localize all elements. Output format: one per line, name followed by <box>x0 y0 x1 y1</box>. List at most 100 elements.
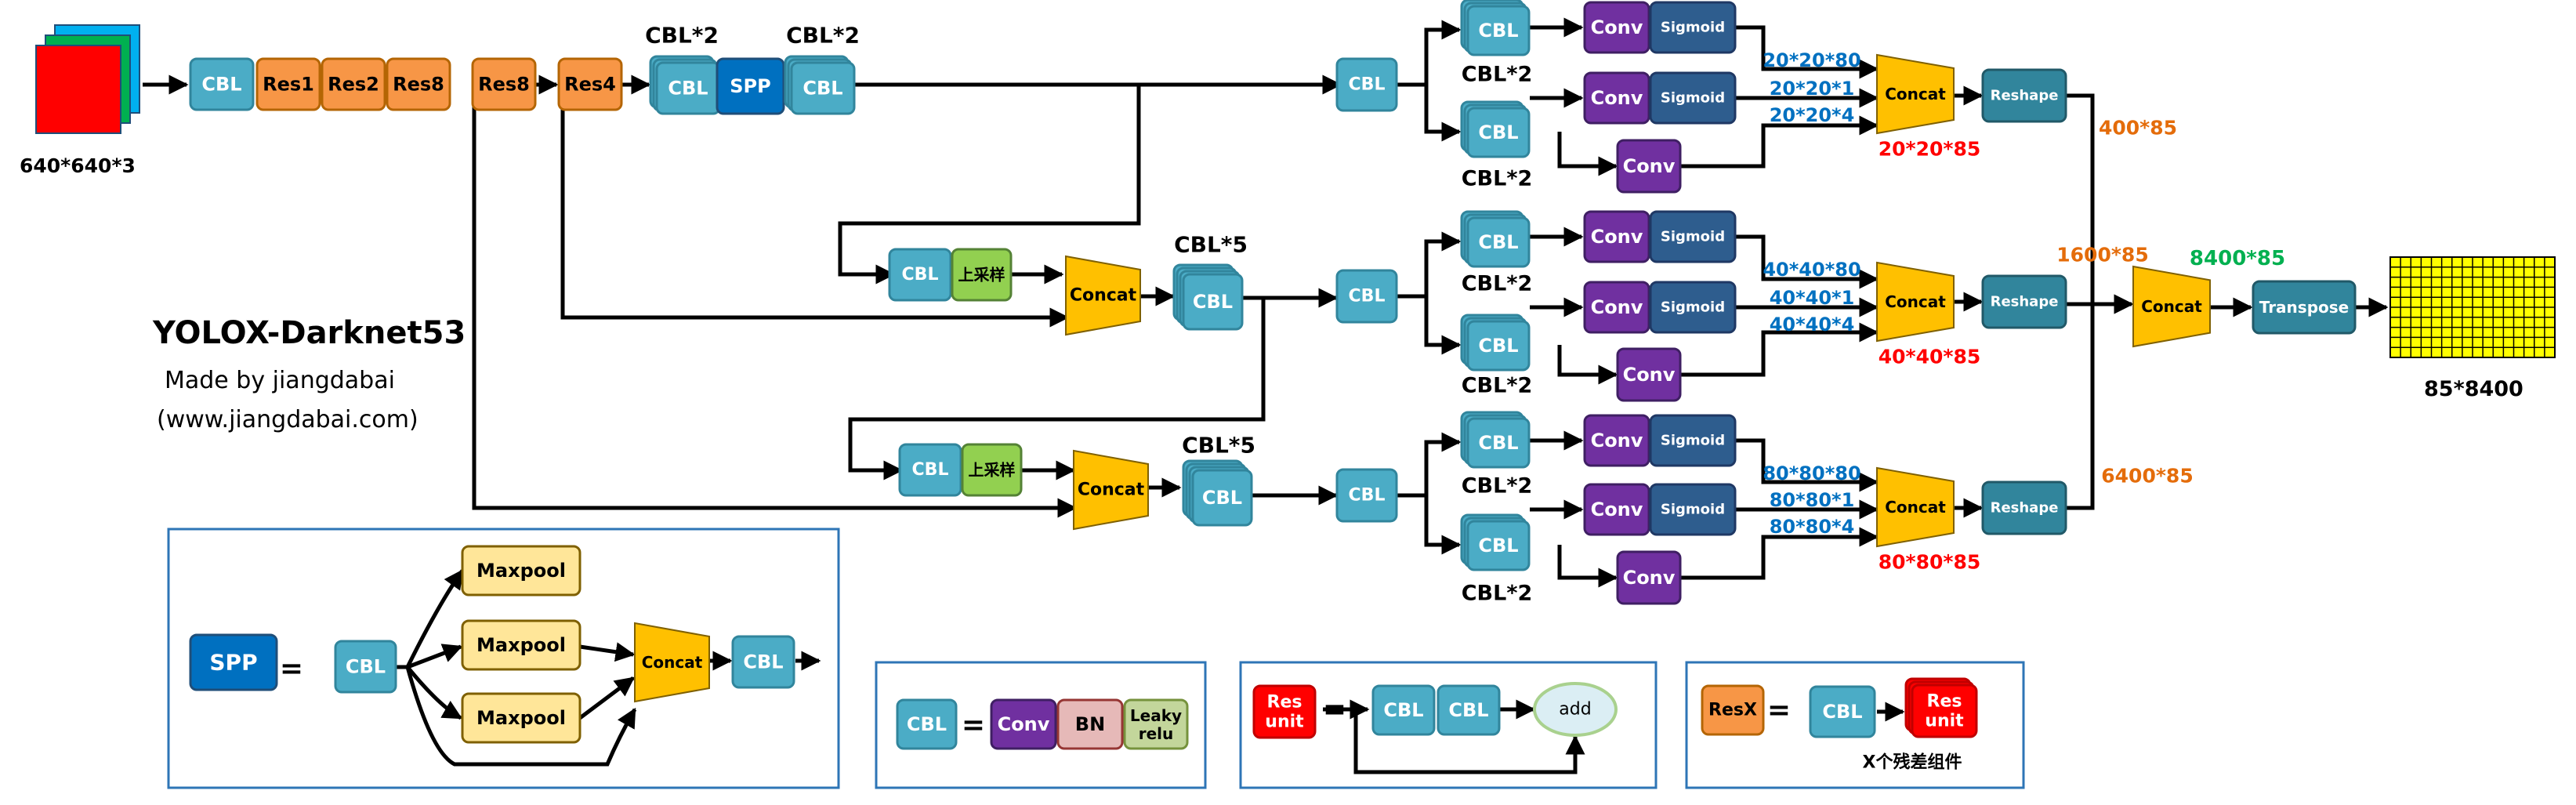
head3-conv-reg-label: Conv <box>1623 567 1676 589</box>
head3-sigmoid-obj: Sigmoid <box>1649 483 1737 536</box>
legend-spp-concat-label: Concat <box>642 653 703 672</box>
res1-block: Res1 <box>255 57 321 111</box>
legend-maxpool-1: Maxpool <box>461 545 582 596</box>
head2-reshape-label: Reshape <box>1991 294 2059 310</box>
head1-concat: Concat <box>1876 53 1955 135</box>
legend-cbl-label: CBL <box>907 713 947 735</box>
legend-maxpool-2: Maxpool <box>461 619 582 671</box>
legend-maxpool-3-label: Maxpool <box>476 707 566 729</box>
cbl5-label-2: CBL*5 <box>1182 433 1255 459</box>
head1-obj-dim: 20*20*1 <box>1770 78 1855 100</box>
spp-block-label: SPP <box>730 75 770 97</box>
head2-cbl2-bottom-label: CBL <box>1478 335 1518 357</box>
legend-resx-eq: = <box>1767 694 1791 727</box>
connection-lines <box>143 17 2389 774</box>
legend-bn: BN <box>1056 698 1124 750</box>
legend-spp-label: SPP <box>209 650 257 676</box>
legend-res-cbl-2-label: CBL <box>1448 699 1488 721</box>
credit-text: Made by jiangdabai <box>165 367 395 394</box>
head2-sigmoid-cls-label: Sigmoid <box>1661 229 1725 245</box>
website-text: (www.jiangdabai.com) <box>157 406 418 433</box>
head3-cbl2-label-top: CBL*2 <box>1462 474 1533 499</box>
head2-concat-label: Concat <box>1885 292 1946 311</box>
add-node <box>1533 682 1618 737</box>
legend-cbl: CBL <box>896 698 958 750</box>
legend-maxpool-1-label: Maxpool <box>476 560 566 582</box>
neck2-cbl-label: CBL <box>912 460 949 480</box>
head3-cls-dim: 80*80*80 <box>1763 462 1860 484</box>
neck1-concat-label: Concat <box>1070 286 1137 306</box>
head2-cls-dim: 40*40*80 <box>1763 259 1860 281</box>
legend-res-cbl-2: CBL <box>1437 684 1501 736</box>
head2-conv-obj: Conv <box>1583 281 1650 334</box>
legend-resx: ResX <box>1701 684 1765 736</box>
res8-block-2-label: Res8 <box>478 74 530 96</box>
neck1-upsample: 上采样 <box>951 248 1013 302</box>
legend-res-unit-eq: = <box>1323 694 1346 726</box>
head1-cbl2-label-bottom: CBL*2 <box>1462 167 1533 191</box>
head3-conv-cls-label: Conv <box>1591 430 1643 451</box>
head2-out-size: 40*40*85 <box>1879 346 1981 368</box>
cbl2-label-2: CBL*2 <box>786 23 860 49</box>
head1-conv-cls-label: Conv <box>1591 16 1643 38</box>
neck1-cbl-label: CBL <box>902 265 939 285</box>
flat-size-1: 400*85 <box>2099 117 2177 140</box>
head2-conv-reg-label: Conv <box>1623 364 1676 386</box>
res-unit-legend-frame <box>1239 661 1658 789</box>
head3-cbl2-top-label: CBL <box>1478 432 1518 454</box>
head3-concat-label: Concat <box>1885 498 1946 517</box>
legend-resx-unit-label: Res <box>1927 691 1962 711</box>
head1-cls-dim: 20*20*80 <box>1763 49 1860 71</box>
backbone-cbl: CBL <box>189 57 255 111</box>
output-grid-icon <box>2389 256 2556 358</box>
head1-sigmoid-cls: Sigmoid <box>1649 1 1737 54</box>
spp-block: SPP <box>716 57 785 115</box>
legend-resx-unit-label-2: unit <box>1925 712 1964 731</box>
legend-resx-cbl: CBL <box>1809 685 1876 738</box>
res1-block-label: Res1 <box>263 74 314 96</box>
legend-spp-cbl: CBL <box>334 640 397 694</box>
head3-conv-obj: Conv <box>1583 483 1650 536</box>
final-concat: Concat <box>2132 265 2211 348</box>
head1-sigmoid-obj-label: Sigmoid <box>1661 90 1725 107</box>
head1-conv-cls: Conv <box>1583 1 1650 54</box>
head1-cbl-label: CBL <box>1349 75 1386 95</box>
head1-sigmoid-cls-label: Sigmoid <box>1661 20 1725 36</box>
legend-spp-concat: Concat <box>634 622 710 703</box>
head1-cbl2-top: CBL <box>1460 0 1531 56</box>
transpose-block: Transpose <box>2252 280 2357 335</box>
head2-reg-dim: 40*40*4 <box>1770 314 1855 335</box>
head2-sigmoid-obj: Sigmoid <box>1649 281 1737 334</box>
backbone-cbl-label: CBL <box>201 74 241 96</box>
head3-reg-dim: 80*80*4 <box>1770 516 1855 538</box>
neck1-cbl5-label: CBL <box>1193 291 1233 313</box>
transpose-block-label: Transpose <box>2259 298 2349 317</box>
spp-cbl2-post: CBL <box>784 55 856 115</box>
legend-resx-cbl-label: CBL <box>1822 701 1862 723</box>
head3-conv-obj-label: Conv <box>1591 499 1643 520</box>
head3-concat: Concat <box>1876 466 1955 548</box>
head1-conv-reg-label: Conv <box>1623 155 1676 177</box>
legend-add-label: add <box>1559 700 1591 720</box>
head2-sigmoid-cls: Sigmoid <box>1649 210 1737 263</box>
legend-maxpool-2-label: Maxpool <box>476 634 566 656</box>
neck2-cbl5: CBL <box>1182 459 1253 527</box>
head3-cbl2-label-bottom: CBL*2 <box>1462 582 1533 606</box>
head2-cbl2-top-label: CBL <box>1478 231 1518 253</box>
head1-cbl: CBL <box>1335 57 1398 112</box>
head3-cbl2-top: CBL <box>1460 411 1531 469</box>
spp-cbl2-pre-label: CBL <box>668 78 708 100</box>
output-size-label: 85*8400 <box>2424 377 2523 401</box>
legend-conv-label: Conv <box>998 713 1050 735</box>
input-image-icon <box>35 24 140 134</box>
neck1-upsample-label: 上采样 <box>958 266 1005 285</box>
head1-conv-obj-label: Conv <box>1591 87 1643 109</box>
head2-cbl2-label-top: CBL*2 <box>1462 272 1533 296</box>
head1-cbl2-bottom: CBL <box>1460 100 1531 158</box>
head2-cbl2-top: CBL <box>1460 210 1531 268</box>
head3-sigmoid-obj-label: Sigmoid <box>1661 502 1725 518</box>
